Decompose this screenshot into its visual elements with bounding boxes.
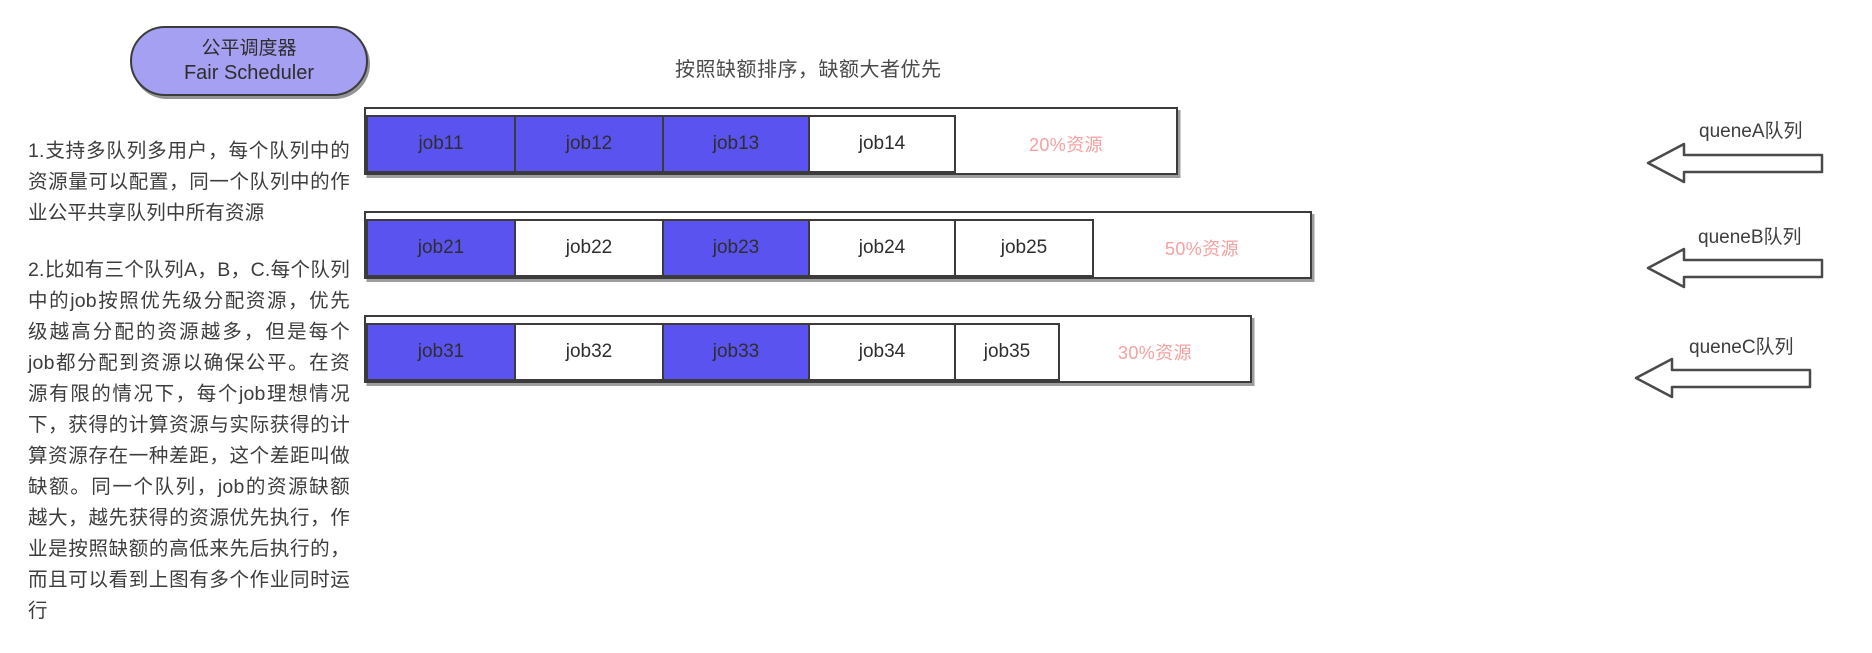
description-column: 1.支持多队列多用户，每个队列中的资源量可以配置，同一个队列中的作业公平共享队列… [28,136,350,653]
capsule-title-en: Fair Scheduler [183,62,315,84]
fair-scheduler-capsule: 公平调度器 Fair Scheduler [130,26,368,96]
job-label: job21 [417,237,465,258]
capsule-title-cn: 公平调度器 [201,38,297,59]
job-label: job22 [565,237,613,258]
job-cell[interactable]: job24 [808,219,956,277]
job-label: job24 [858,237,906,258]
job-cell[interactable]: job23 [662,219,810,277]
job-label: job35 [983,341,1031,362]
job-cell[interactable]: job25 [954,219,1094,277]
job-label: job11 [418,133,464,154]
job-label: job32 [565,341,613,362]
job-label: job14 [858,133,906,154]
queue-bar-a: job11 job12 job13 job14 20%资源 [364,107,1178,175]
arrow-left-icon-c [1634,355,1812,401]
queue-label-b: queneB队列 [1698,227,1802,248]
job-cell[interactable]: job33 [662,323,810,381]
job-cell[interactable]: job14 [808,115,956,173]
queue-bar-c: job31 job32 job33 job34 job35 30%资源 [364,315,1252,383]
free-resource-cell: 50%资源 [1094,219,1310,277]
job-label: job34 [858,341,906,362]
job-cell[interactable]: job11 [366,115,516,173]
job-label: job13 [712,133,760,154]
arrow-left-icon-b [1646,245,1824,291]
job-cell[interactable]: job22 [514,219,664,277]
job-label: job33 [712,341,760,362]
free-resource-label: 50%资源 [1164,239,1240,259]
job-cell[interactable]: job35 [954,323,1060,381]
free-resource-label: 30%资源 [1117,343,1193,363]
free-resource-cell: 30%资源 [1060,323,1250,381]
job-cell[interactable]: job21 [366,219,516,277]
job-label: job31 [417,341,465,362]
arrow-left-icon-a [1646,140,1824,186]
job-label: job25 [1000,237,1048,258]
sort-rule-heading: 按照缺额排序，缺额大者优先 [675,59,942,81]
job-cell[interactable]: job12 [514,115,664,173]
free-resource-cell: 20%资源 [956,115,1176,173]
job-label: job23 [712,237,760,258]
description-paragraph-2: 2.比如有三个队列A，B，C.每个队列中的job按照优先级分配资源，优先级越高分… [28,259,350,622]
description-paragraph-1: 1.支持多队列多用户，每个队列中的资源量可以配置，同一个队列中的作业公平共享队列… [28,140,350,224]
queue-label-c: queneC队列 [1689,337,1794,358]
queue-bar-b: job21 job22 job23 job24 job25 50%资源 [364,211,1312,279]
free-resource-label: 20%资源 [1028,135,1104,155]
job-cell[interactable]: job31 [366,323,516,381]
job-cell[interactable]: job32 [514,323,664,381]
job-label: job12 [565,133,613,154]
job-cell[interactable]: job34 [808,323,956,381]
queue-label-a: queneA队列 [1699,121,1803,142]
job-cell[interactable]: job13 [662,115,810,173]
